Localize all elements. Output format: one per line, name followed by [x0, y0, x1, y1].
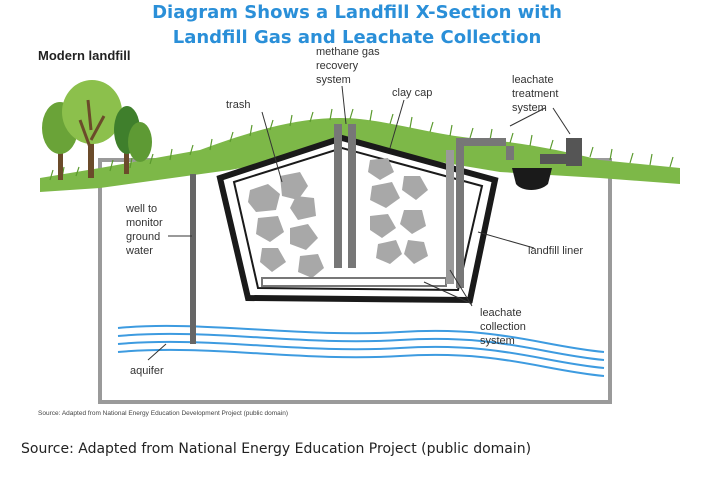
- trash-blocks: [248, 158, 428, 278]
- trash-label: trash: [226, 99, 250, 111]
- methane-pipe: [334, 124, 342, 268]
- trees: [42, 80, 152, 180]
- well-label: well to monitor ground water: [125, 203, 166, 257]
- source-caption: Source: Adapted from National Energy Edu…: [21, 441, 532, 457]
- methane-label: methane gas recovery system: [316, 46, 383, 86]
- diagram-title-line-1: Diagram Shows a Landfill X-Section with: [152, 2, 562, 23]
- monitoring-well: [190, 174, 196, 344]
- leachate-collection-pipe: [261, 277, 447, 287]
- diagram-title-line-2: Landfill Gas and Leachate Collection: [172, 27, 542, 48]
- leachate-treatment-unit: [512, 138, 582, 190]
- leachate-collection-label: leachate collection system: [480, 307, 529, 347]
- grass-hill: [40, 118, 680, 192]
- figure-heading: Modern landfill: [38, 48, 130, 63]
- landfill-liner-label: landfill liner: [528, 245, 583, 257]
- clay-cap-label: clay cap: [392, 87, 432, 99]
- leachate-treatment-label: leachate treatment system: [512, 74, 562, 114]
- aquifer-label: aquifer: [130, 365, 164, 377]
- figure-source-note: Source: Adapted from National Energy Edu…: [38, 410, 288, 417]
